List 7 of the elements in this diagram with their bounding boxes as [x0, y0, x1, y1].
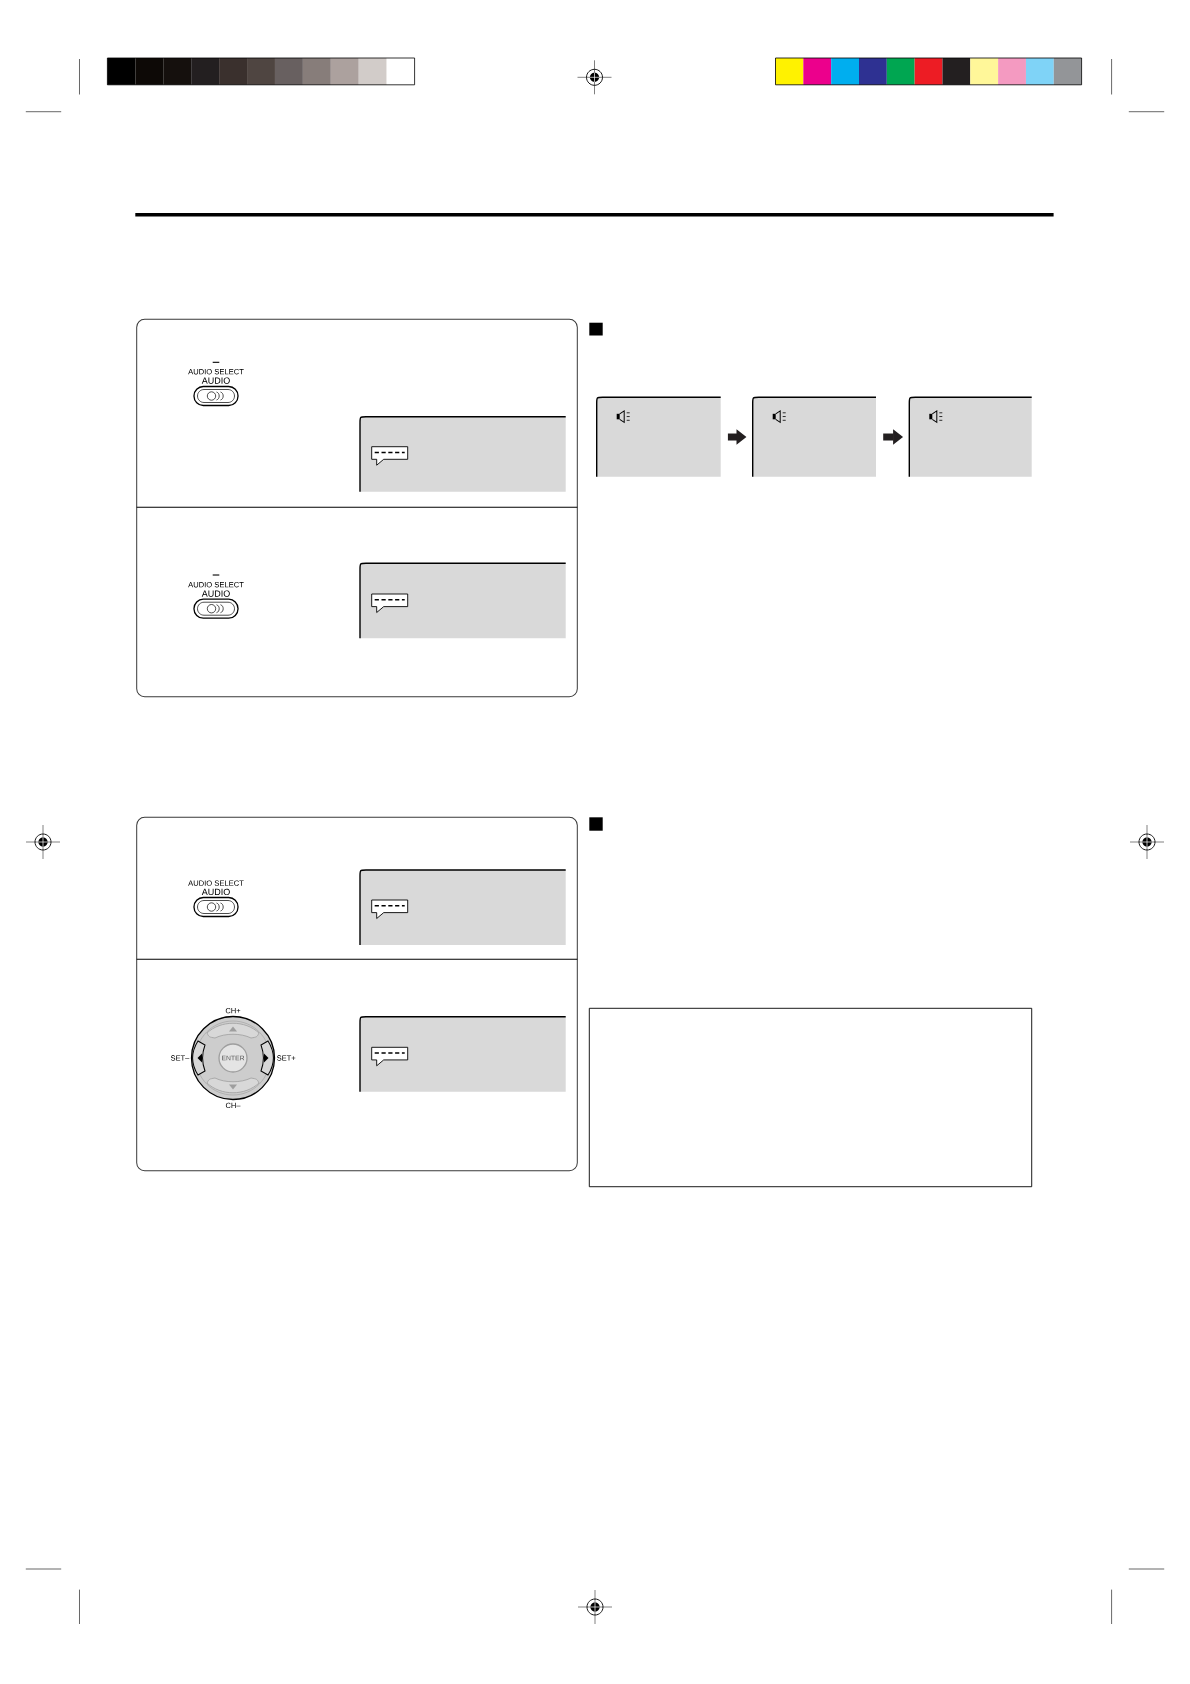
screen-display — [908, 396, 1033, 478]
screen-display — [752, 396, 877, 478]
button-label: AUDIO — [201, 590, 230, 597]
screen-display — [596, 396, 722, 478]
button-label: AUDIO — [201, 888, 230, 896]
note-box — [588, 1007, 1033, 1188]
button-label: AUDIO — [201, 377, 230, 384]
